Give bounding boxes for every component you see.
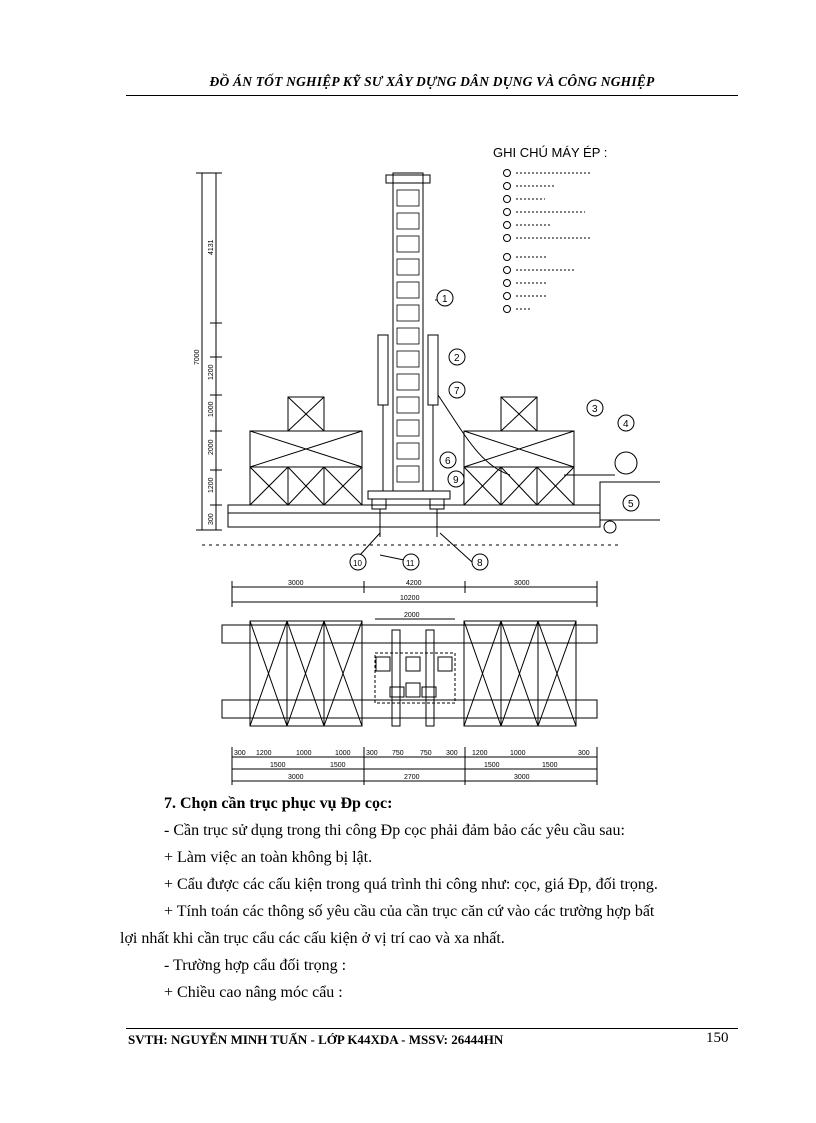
pile-press-drawing: GHI CHÚ MÁY ÉP : 4131 (194, 145, 660, 785)
paragraph: + Tính toán các thông số yêu cầu của cần… (164, 903, 655, 920)
svg-text:1000: 1000 (335, 750, 351, 757)
svg-text:2000: 2000 (404, 612, 420, 619)
plan-dimensions-bottom (231, 747, 598, 785)
page-footer: SVTH: NGUYỄN MINH TUẤN - LỚP K44XDA - MS… (128, 1032, 504, 1047)
svg-text:1500: 1500 (270, 762, 286, 769)
elevation-dimensions: 4131 7000 1200 1000 2000 1200 300 (194, 172, 222, 531)
svg-text:1000: 1000 (510, 750, 526, 757)
page-header: ĐỒ ÁN TỐT NGHIỆP KỸ SƯ XÂY DỰNG DÂN DỤNG… (209, 74, 655, 89)
svg-text:300: 300 (366, 750, 378, 757)
svg-text:3000: 3000 (288, 580, 304, 587)
svg-text:2700: 2700 (404, 774, 420, 781)
svg-text:300: 300 (208, 513, 215, 525)
paragraph: lợi nhất khi cần trục cẩu các cấu kiện ở… (120, 930, 505, 947)
svg-text:8: 8 (477, 558, 483, 569)
legend-list (503, 169, 590, 313)
svg-text:2000: 2000 (208, 439, 215, 455)
svg-text:1200: 1200 (208, 477, 215, 493)
svg-text:3000: 3000 (514, 774, 530, 781)
footer-rule (126, 1028, 738, 1029)
svg-text:750: 750 (420, 750, 432, 757)
svg-text:1200: 1200 (208, 364, 215, 380)
svg-text:1500: 1500 (542, 762, 558, 769)
svg-text:1500: 1500 (330, 762, 346, 769)
paragraph: - Trường hợp cẩu đối trọng : (164, 957, 347, 974)
svg-text:3000: 3000 (514, 580, 530, 587)
svg-text:10200: 10200 (400, 595, 420, 602)
svg-text:10: 10 (353, 559, 362, 568)
svg-text:6: 6 (445, 456, 451, 467)
plan-dimensions-top: 3000 4200 3000 10200 (231, 580, 598, 607)
callouts: 1 2 3 4 5 6 7 8 9 10 11 (349, 289, 640, 571)
svg-text:3: 3 (592, 404, 598, 415)
svg-text:7: 7 (454, 386, 460, 397)
page-number: 150 (706, 1030, 729, 1046)
svg-text:9: 9 (453, 475, 459, 486)
header-rule (126, 95, 738, 96)
svg-text:750: 750 (392, 750, 404, 757)
section-heading: 7. Chọn cần trục phục vụ Ðp cọc: (164, 795, 393, 812)
svg-text:1000: 1000 (296, 750, 312, 757)
svg-text:4: 4 (623, 419, 629, 430)
gauge (614, 451, 638, 475)
svg-text:5: 5 (628, 499, 634, 510)
press-tower (377, 172, 439, 492)
paragraph: + Chiều cao nâng móc cẩu : (164, 984, 343, 1001)
paragraph: + Cẩu được các cấu kiện trong quá trình … (164, 876, 658, 893)
plan-view: 2000 (221, 612, 598, 727)
svg-text:300: 300 (446, 750, 458, 757)
base-beam (227, 504, 601, 528)
counterweight-left (249, 396, 363, 506)
plan-bottom-labels: 300 1200 1000 1000 300 750 750 300 1200 … (234, 750, 590, 781)
press-frame (367, 490, 451, 500)
svg-text:1000: 1000 (208, 401, 215, 417)
legend-title: GHI CHÚ MÁY ÉP : (493, 145, 607, 160)
svg-text:300: 300 (234, 750, 246, 757)
counterweight-right (463, 396, 575, 506)
pump-unit (599, 481, 660, 521)
svg-text:1200: 1200 (256, 750, 272, 757)
body-text: 7. Chọn cần trục phục vụ Ðp cọc: - Cần t… (120, 790, 740, 1006)
svg-text:4200: 4200 (406, 580, 422, 587)
svg-text:1500: 1500 (484, 762, 500, 769)
svg-text:2: 2 (454, 353, 460, 364)
paragraph: - Cần trục sử dụng trong thi công Ðp cọc… (164, 822, 625, 839)
svg-text:11: 11 (406, 559, 415, 568)
svg-text:4131: 4131 (208, 239, 215, 255)
svg-text:3000: 3000 (288, 774, 304, 781)
paragraph: + Làm việc an toàn không bị lật. (164, 849, 373, 866)
svg-text:7000: 7000 (194, 349, 201, 365)
svg-text:1200: 1200 (472, 750, 488, 757)
svg-text:1: 1 (442, 294, 448, 305)
svg-text:300: 300 (578, 750, 590, 757)
